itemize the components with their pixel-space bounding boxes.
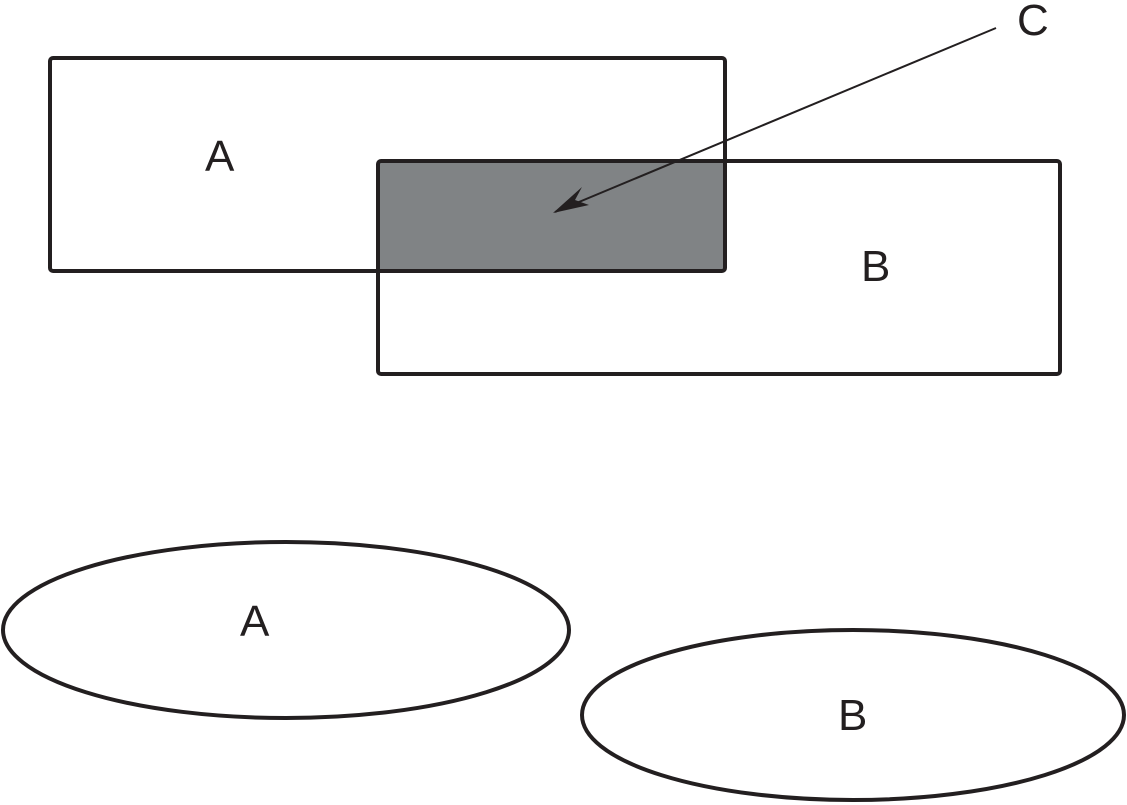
overlap-region-c	[378, 161, 725, 271]
callout-arrow	[554, 27, 997, 213]
label-rect-b: B	[861, 242, 890, 291]
label-ellipse-b: B	[838, 691, 867, 740]
ellipse-a	[1, 540, 571, 720]
arrowhead-icon	[553, 187, 589, 213]
rectangle-b	[376, 159, 1062, 376]
label-c: C	[1017, 0, 1049, 45]
rectangle-a	[48, 56, 727, 273]
ellipse-b	[580, 628, 1126, 802]
label-rect-a: A	[205, 132, 235, 181]
label-ellipse-a: A	[240, 597, 270, 646]
